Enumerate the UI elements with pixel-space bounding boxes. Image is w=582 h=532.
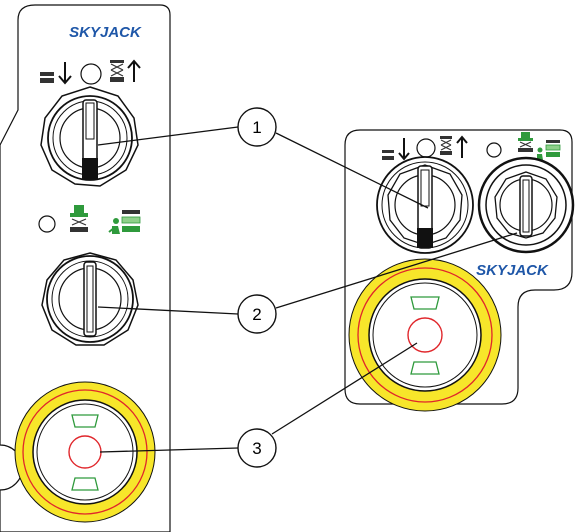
callout-3: 3 <box>237 428 277 468</box>
base-icon <box>545 140 561 157</box>
emergency-stop-left[interactable] <box>14 381 156 523</box>
base-icon <box>121 210 141 232</box>
brand-logo-left: SKYJACK <box>69 24 142 41</box>
callout-number: 2 <box>252 305 261 324</box>
scissor-lift-icon <box>440 136 452 155</box>
arrow-up-icon <box>127 59 141 82</box>
arrow-up-icon <box>456 135 468 158</box>
key-switch-lift[interactable] <box>40 86 139 187</box>
scissor-lift-icon <box>110 60 124 82</box>
key-switch-selector[interactable] <box>41 252 139 346</box>
callout-2: 2 <box>237 294 277 334</box>
arrow-down-icon <box>58 62 72 85</box>
emergency-stop-right[interactable] <box>348 258 502 412</box>
indicator-light-icon <box>486 142 502 158</box>
callout-leaders <box>97 126 518 453</box>
operator-icon <box>108 218 120 234</box>
callout-1: 1 <box>237 107 277 147</box>
platform-icon <box>518 132 533 152</box>
arrow-down-icon <box>398 138 410 161</box>
key-switch-selector-right[interactable] <box>477 156 575 254</box>
brand-logo-right: SKYJACK <box>476 262 549 279</box>
callout-number: 1 <box>252 118 261 137</box>
platform-down-icon <box>382 150 394 160</box>
key-switch-lift-right[interactable] <box>376 156 474 254</box>
left-control-panel: SKYJACK <box>0 4 171 532</box>
indicator-light-icon <box>38 215 56 233</box>
right-control-panel: SKYJACK <box>344 129 575 412</box>
platform-down-icon <box>40 72 54 83</box>
callout-number: 3 <box>252 439 261 458</box>
indicator-light-icon <box>80 63 102 85</box>
platform-icon <box>70 205 88 232</box>
